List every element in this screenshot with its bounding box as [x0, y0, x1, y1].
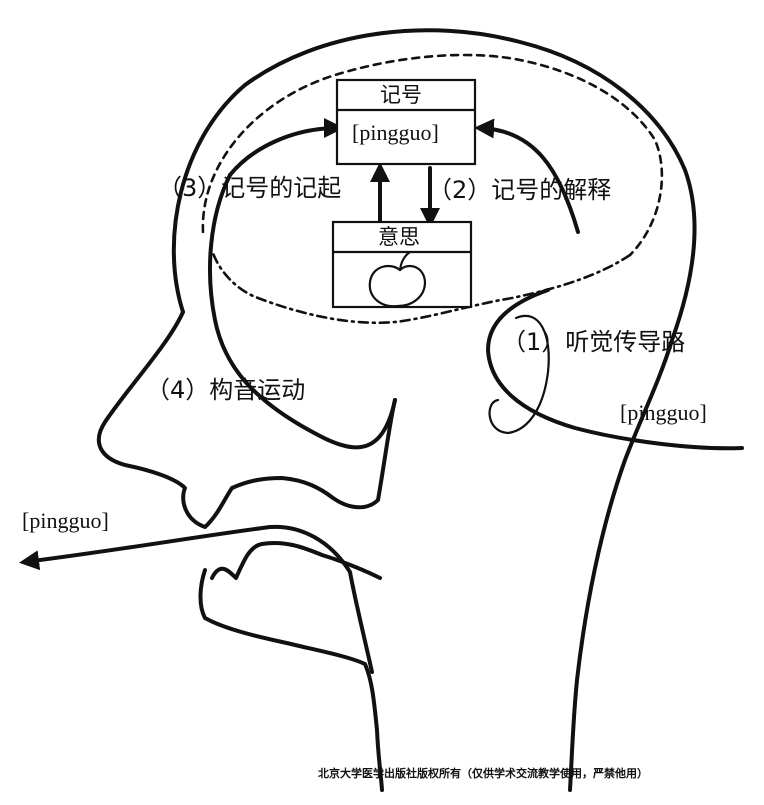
brain-boundary-dashed	[201, 53, 664, 257]
symbol-box-content: [pingguo]	[352, 120, 439, 145]
apple-icon	[368, 250, 427, 308]
speech-output-path	[19, 524, 374, 674]
skull-outline	[171, 28, 697, 792]
brain-boundary-lower	[210, 248, 632, 325]
tongue-outline	[210, 541, 382, 580]
copyright-notice: 北京大学医学出版社版权所有（仅供学术交流教学使用，严禁他用）	[318, 767, 648, 780]
sound-input-label: [pingguo]	[620, 400, 707, 425]
step-4-label: （4）构音运动	[146, 376, 306, 404]
step-1-label: （1）听觉传导路	[502, 328, 686, 356]
chin-outline	[198, 568, 384, 792]
symbol-box	[335, 78, 477, 166]
interpretation-arrow	[474, 118, 580, 234]
palate-line	[230, 398, 397, 510]
meaning-box-title: 意思	[378, 225, 420, 249]
face-profile	[96, 310, 234, 529]
ear-outline	[488, 314, 550, 435]
symbol-box-title: 记号	[380, 83, 422, 107]
step-2-label: （2）记号的解释	[428, 176, 612, 204]
recall-arrow	[228, 118, 344, 177]
articulation-pathway	[208, 173, 397, 450]
step-3-label: （3）记号的记起	[158, 174, 342, 202]
auditory-pathway	[486, 288, 744, 451]
sound-output-label: [pingguo]	[22, 508, 109, 533]
